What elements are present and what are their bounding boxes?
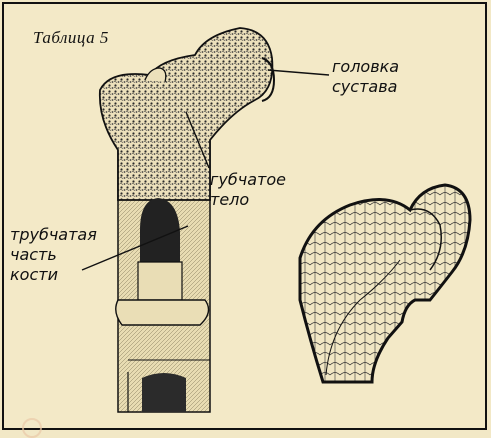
label-tubular-part-line3: кости	[10, 265, 97, 285]
head-pointer-line	[268, 70, 329, 75]
label-spongy-body: губчатое тело	[210, 170, 286, 210]
label-joint-head: головка сустава	[332, 57, 399, 97]
label-joint-head-line1: головка	[332, 57, 399, 77]
label-joint-head-line2: сустава	[332, 77, 399, 97]
label-spongy-body-line2: тело	[210, 190, 286, 210]
label-tubular-part-line2: часть	[10, 245, 97, 265]
label-tubular-part: трубчатая часть кости	[10, 225, 97, 285]
label-tubular-part-line1: трубчатая	[10, 225, 97, 245]
watermark-logo	[22, 418, 42, 438]
label-spongy-body-line1: губчатое	[210, 170, 286, 190]
femur-cross-section	[300, 185, 470, 382]
femur-long-section	[100, 28, 274, 412]
